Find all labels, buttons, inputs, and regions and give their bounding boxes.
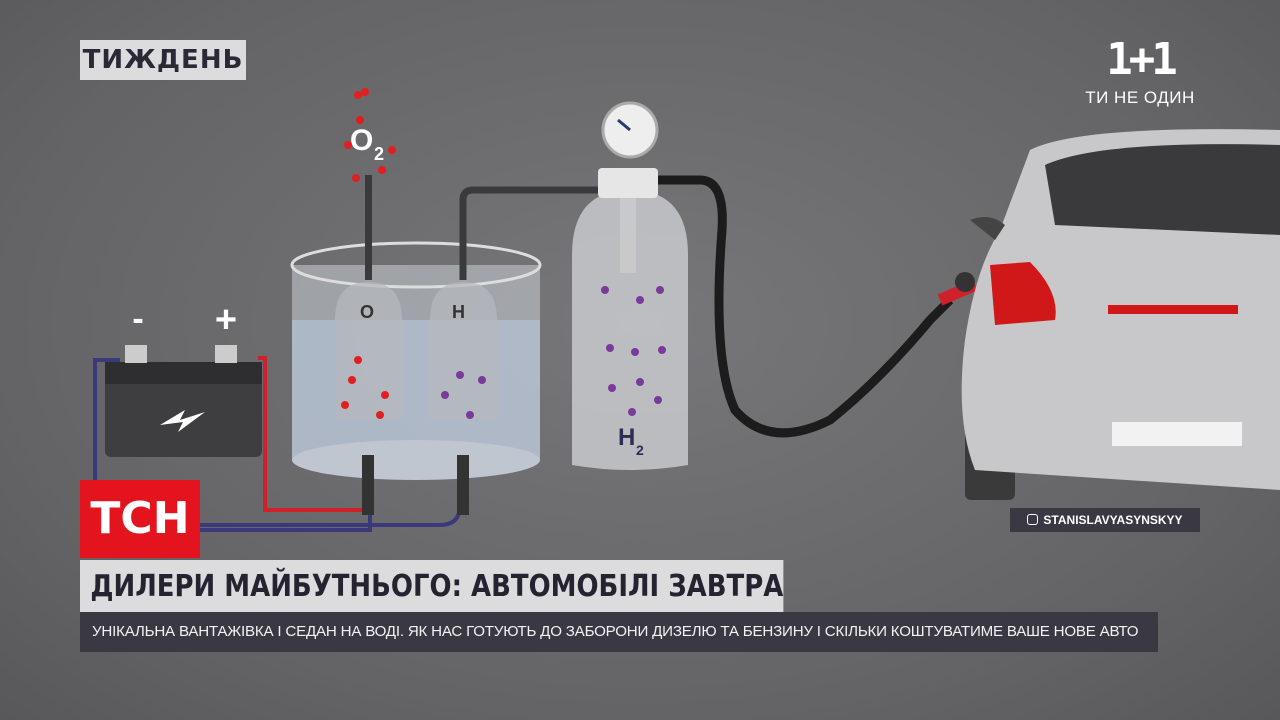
instagram-icon [1027,514,1039,525]
show-name-badge: ТИЖДЕНЬ [80,40,246,80]
h2-subscript: 2 [636,442,644,458]
instagram-credit: STANISLAVYASYNSKYY [1010,508,1200,532]
instagram-handle: STANISLAVYASYNSKYY [1043,513,1183,527]
car [955,129,1280,500]
battery [105,345,262,457]
h2-dome-label: H [452,302,465,322]
channel-slogan: ТИ НЕ ОДИН [1085,88,1195,107]
channel-logo: 1+1 ТИ НЕ ОДИН [1078,34,1202,108]
headline-title: ДИЛЕРИ МАЙБУТНЬОГО: АВТОМОБІЛІ ЗАВТРА [80,560,784,612]
oxygen-collector [335,282,402,420]
o2-subscript: 2 [374,144,384,164]
oxygen-bubbles [341,88,396,419]
hydrogen-collector [430,282,497,420]
fuel-hose [658,175,954,438]
water-tank [290,241,542,480]
battery-minus-label: - [132,300,143,338]
tsn-logo: ТСН [80,480,200,558]
battery-plus-label: + [215,299,237,341]
headline-subtitle: УНІКАЛЬНА ВАНТАЖІВКА І СЕДАН НА ВОДІ. ЯК… [80,612,1158,652]
channel-logo-mark: 1+1 [1106,34,1177,85]
o2-label: O [350,124,373,157]
o2-dome-label: O [360,302,374,322]
h2-bottle-label: H [618,424,635,451]
cathode [457,455,469,515]
hydrogen-pipe [459,186,600,280]
hydrogen-molecules [441,286,666,419]
anode [362,455,374,515]
lightning-icon [160,410,205,432]
cathode-wire [200,479,467,527]
